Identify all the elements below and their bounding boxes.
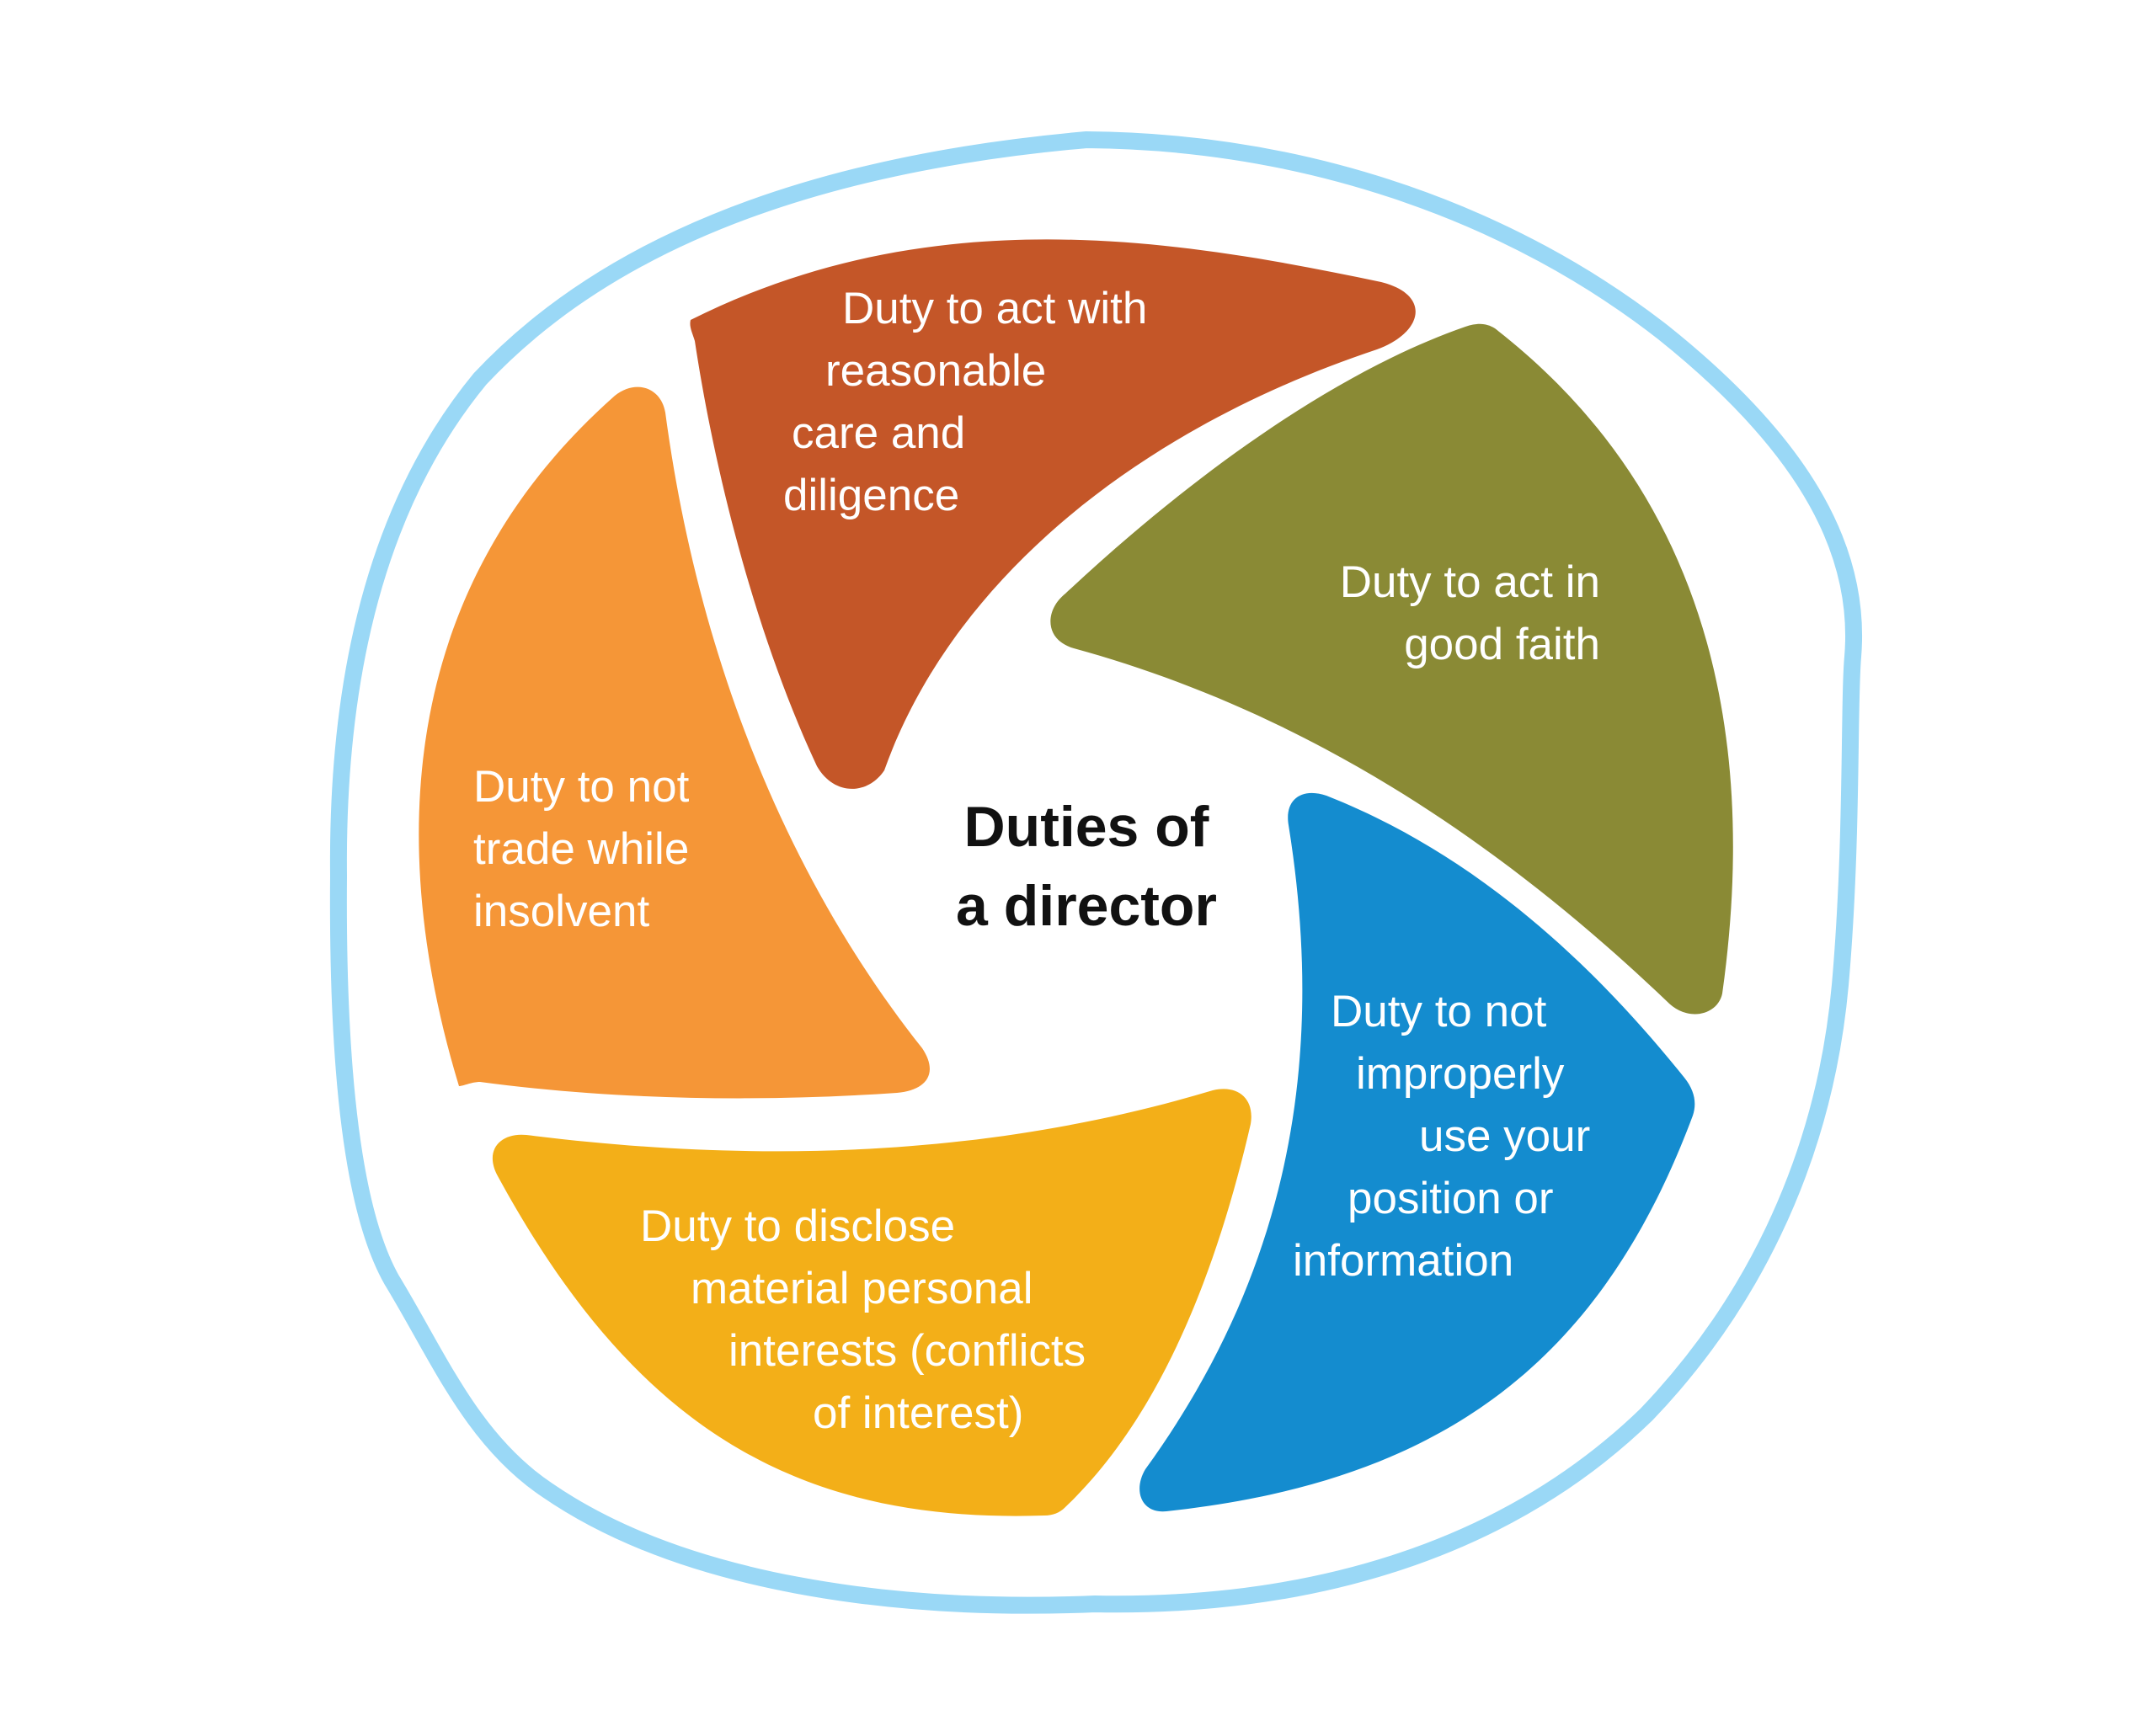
label-line: use your <box>1419 1111 1591 1161</box>
label-line: material personal <box>691 1264 1033 1313</box>
center-title: Duties of a director <box>910 787 1263 946</box>
label-line: Duty to act with <box>842 284 1148 333</box>
label-line: information <box>1293 1236 1514 1286</box>
label-line: Duty to not <box>1331 987 1547 1036</box>
label-disclose-interests: Duty to disclose material personal inter… <box>640 1196 1086 1445</box>
label-line: trade while <box>473 824 690 874</box>
label-line: interests (conflicts <box>728 1326 1086 1376</box>
label-line: position or <box>1348 1174 1554 1223</box>
label-line: reasonable <box>825 346 1047 396</box>
label-good-faith: Duty to act in good faith <box>1297 551 1600 676</box>
label-line: of interest) <box>813 1388 1024 1438</box>
label-line: diligence <box>783 471 960 520</box>
segment-position-information <box>1139 792 1695 1512</box>
segment-trade-insolvent <box>419 386 930 1099</box>
center-title-line: a director <box>956 874 1217 938</box>
label-line: care and <box>792 408 966 458</box>
outer-ring <box>329 131 1862 1614</box>
label-line: Duty to not <box>473 762 690 812</box>
label-trade-insolvent: Duty to not trade while insolvent <box>473 756 689 943</box>
segment-disclose-interests <box>492 1089 1251 1516</box>
label-line: insolvent <box>473 887 650 936</box>
segment-good-faith <box>1050 323 1733 1015</box>
label-line: good faith <box>1404 620 1600 669</box>
segment-care-diligence <box>690 239 1416 789</box>
label-position-information: Duty to not improperly use your position… <box>1293 981 1590 1292</box>
center-title-line: Duties of <box>963 795 1209 859</box>
label-line: Duty to act in <box>1339 557 1600 607</box>
label-line: Duty to disclose <box>640 1201 956 1251</box>
label-line: improperly <box>1356 1049 1565 1099</box>
label-care-diligence: Duty to act with reasonable care and dil… <box>783 278 1147 527</box>
